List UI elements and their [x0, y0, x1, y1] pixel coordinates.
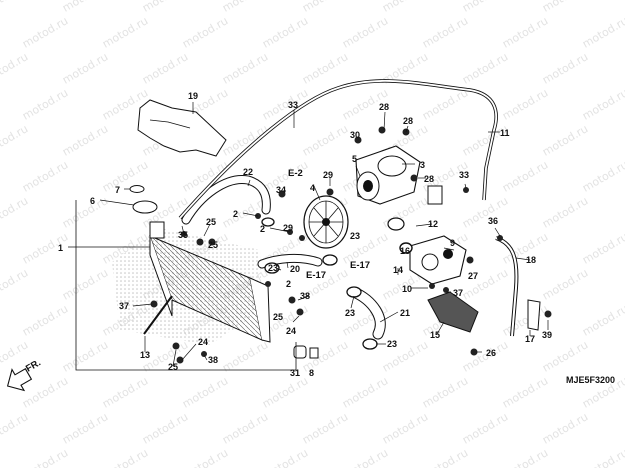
callout-label: 23: [350, 231, 360, 241]
callout-label: 5: [352, 154, 357, 164]
callout-label: 14: [393, 265, 403, 275]
callout-label: 35: [178, 230, 188, 240]
callout-label: 34: [276, 185, 286, 195]
callout-label: 9: [450, 238, 455, 248]
callout-label: 28: [379, 102, 389, 112]
callout-label: 24: [198, 337, 208, 347]
callout-label: 27: [468, 271, 478, 281]
callout-label: 38: [300, 291, 310, 301]
cooling-fan: [303, 195, 349, 249]
callout-label: 23: [387, 339, 397, 349]
callout-label: 23: [268, 263, 278, 273]
section-ref-label: E-2: [288, 168, 303, 179]
callout-label: 17: [525, 334, 535, 344]
callout-label: 7: [115, 185, 120, 195]
callout-label: 28: [424, 174, 434, 184]
callout-label: 37: [119, 301, 129, 311]
callout-label: 24: [286, 326, 296, 336]
callout-label: 26: [486, 348, 496, 358]
bolts: [150, 126, 552, 364]
callout-label: 22: [243, 167, 253, 177]
callout-label: 28: [403, 116, 413, 126]
callout-label: 33: [288, 100, 298, 110]
callout-label: 18: [526, 255, 536, 265]
callout-label: 8: [309, 368, 314, 378]
callout-label: 20: [290, 264, 300, 274]
callout-label: 11: [500, 128, 510, 138]
reservoir: [427, 291, 479, 333]
callout-label: 6: [90, 196, 95, 206]
callout-label: 25: [208, 240, 218, 250]
callout-label: 29: [283, 223, 293, 233]
callout-label: 23: [345, 308, 355, 318]
callout-label: 25: [273, 312, 283, 322]
overflow-tube: [178, 79, 498, 220]
callout-label: 36: [488, 216, 498, 226]
callout-label: 2: [260, 224, 265, 234]
callout-label: 12: [428, 219, 438, 229]
callout-label: 33: [459, 170, 469, 180]
radiator-core: [149, 221, 271, 343]
callout-label: 29: [323, 170, 333, 180]
callout-label: 13: [140, 350, 150, 360]
callout-label: 4: [310, 183, 315, 193]
callout-labels: 1 2 2 2 3 4 5 6 7 8 9 10 11 12 13 14 15 …: [58, 91, 552, 378]
callout-label: 31: [290, 368, 300, 378]
diagram-code: MJE5F3200: [566, 375, 615, 385]
callout-label: 37: [453, 288, 463, 298]
section-ref-label: E-17: [306, 270, 326, 281]
callout-label: 2: [233, 209, 238, 219]
front-arrow-icon: FR.: [6, 357, 43, 392]
callout-label: 2: [286, 279, 291, 289]
fan-motor: [355, 145, 421, 205]
callout-label: 19: [188, 91, 198, 101]
callout-label: 1: [58, 243, 63, 253]
callout-label: 15: [430, 330, 440, 340]
callout-label: 38: [208, 355, 218, 365]
callout-label: 10: [402, 284, 412, 294]
callout-label: 25: [206, 217, 216, 227]
bracket-plate: [137, 99, 227, 157]
thermostat-housing: [409, 235, 467, 285]
radiator-cap: [132, 200, 158, 214]
callout-label: 21: [400, 308, 410, 318]
callout-label: 39: [542, 330, 552, 340]
section-ref-label: E-17: [350, 260, 370, 271]
callout-label: 25: [168, 362, 178, 372]
callout-label: 16: [400, 246, 410, 256]
leader-lines: [68, 102, 549, 367]
callout-label: 3: [420, 160, 425, 170]
callout-label: 30: [350, 130, 360, 140]
